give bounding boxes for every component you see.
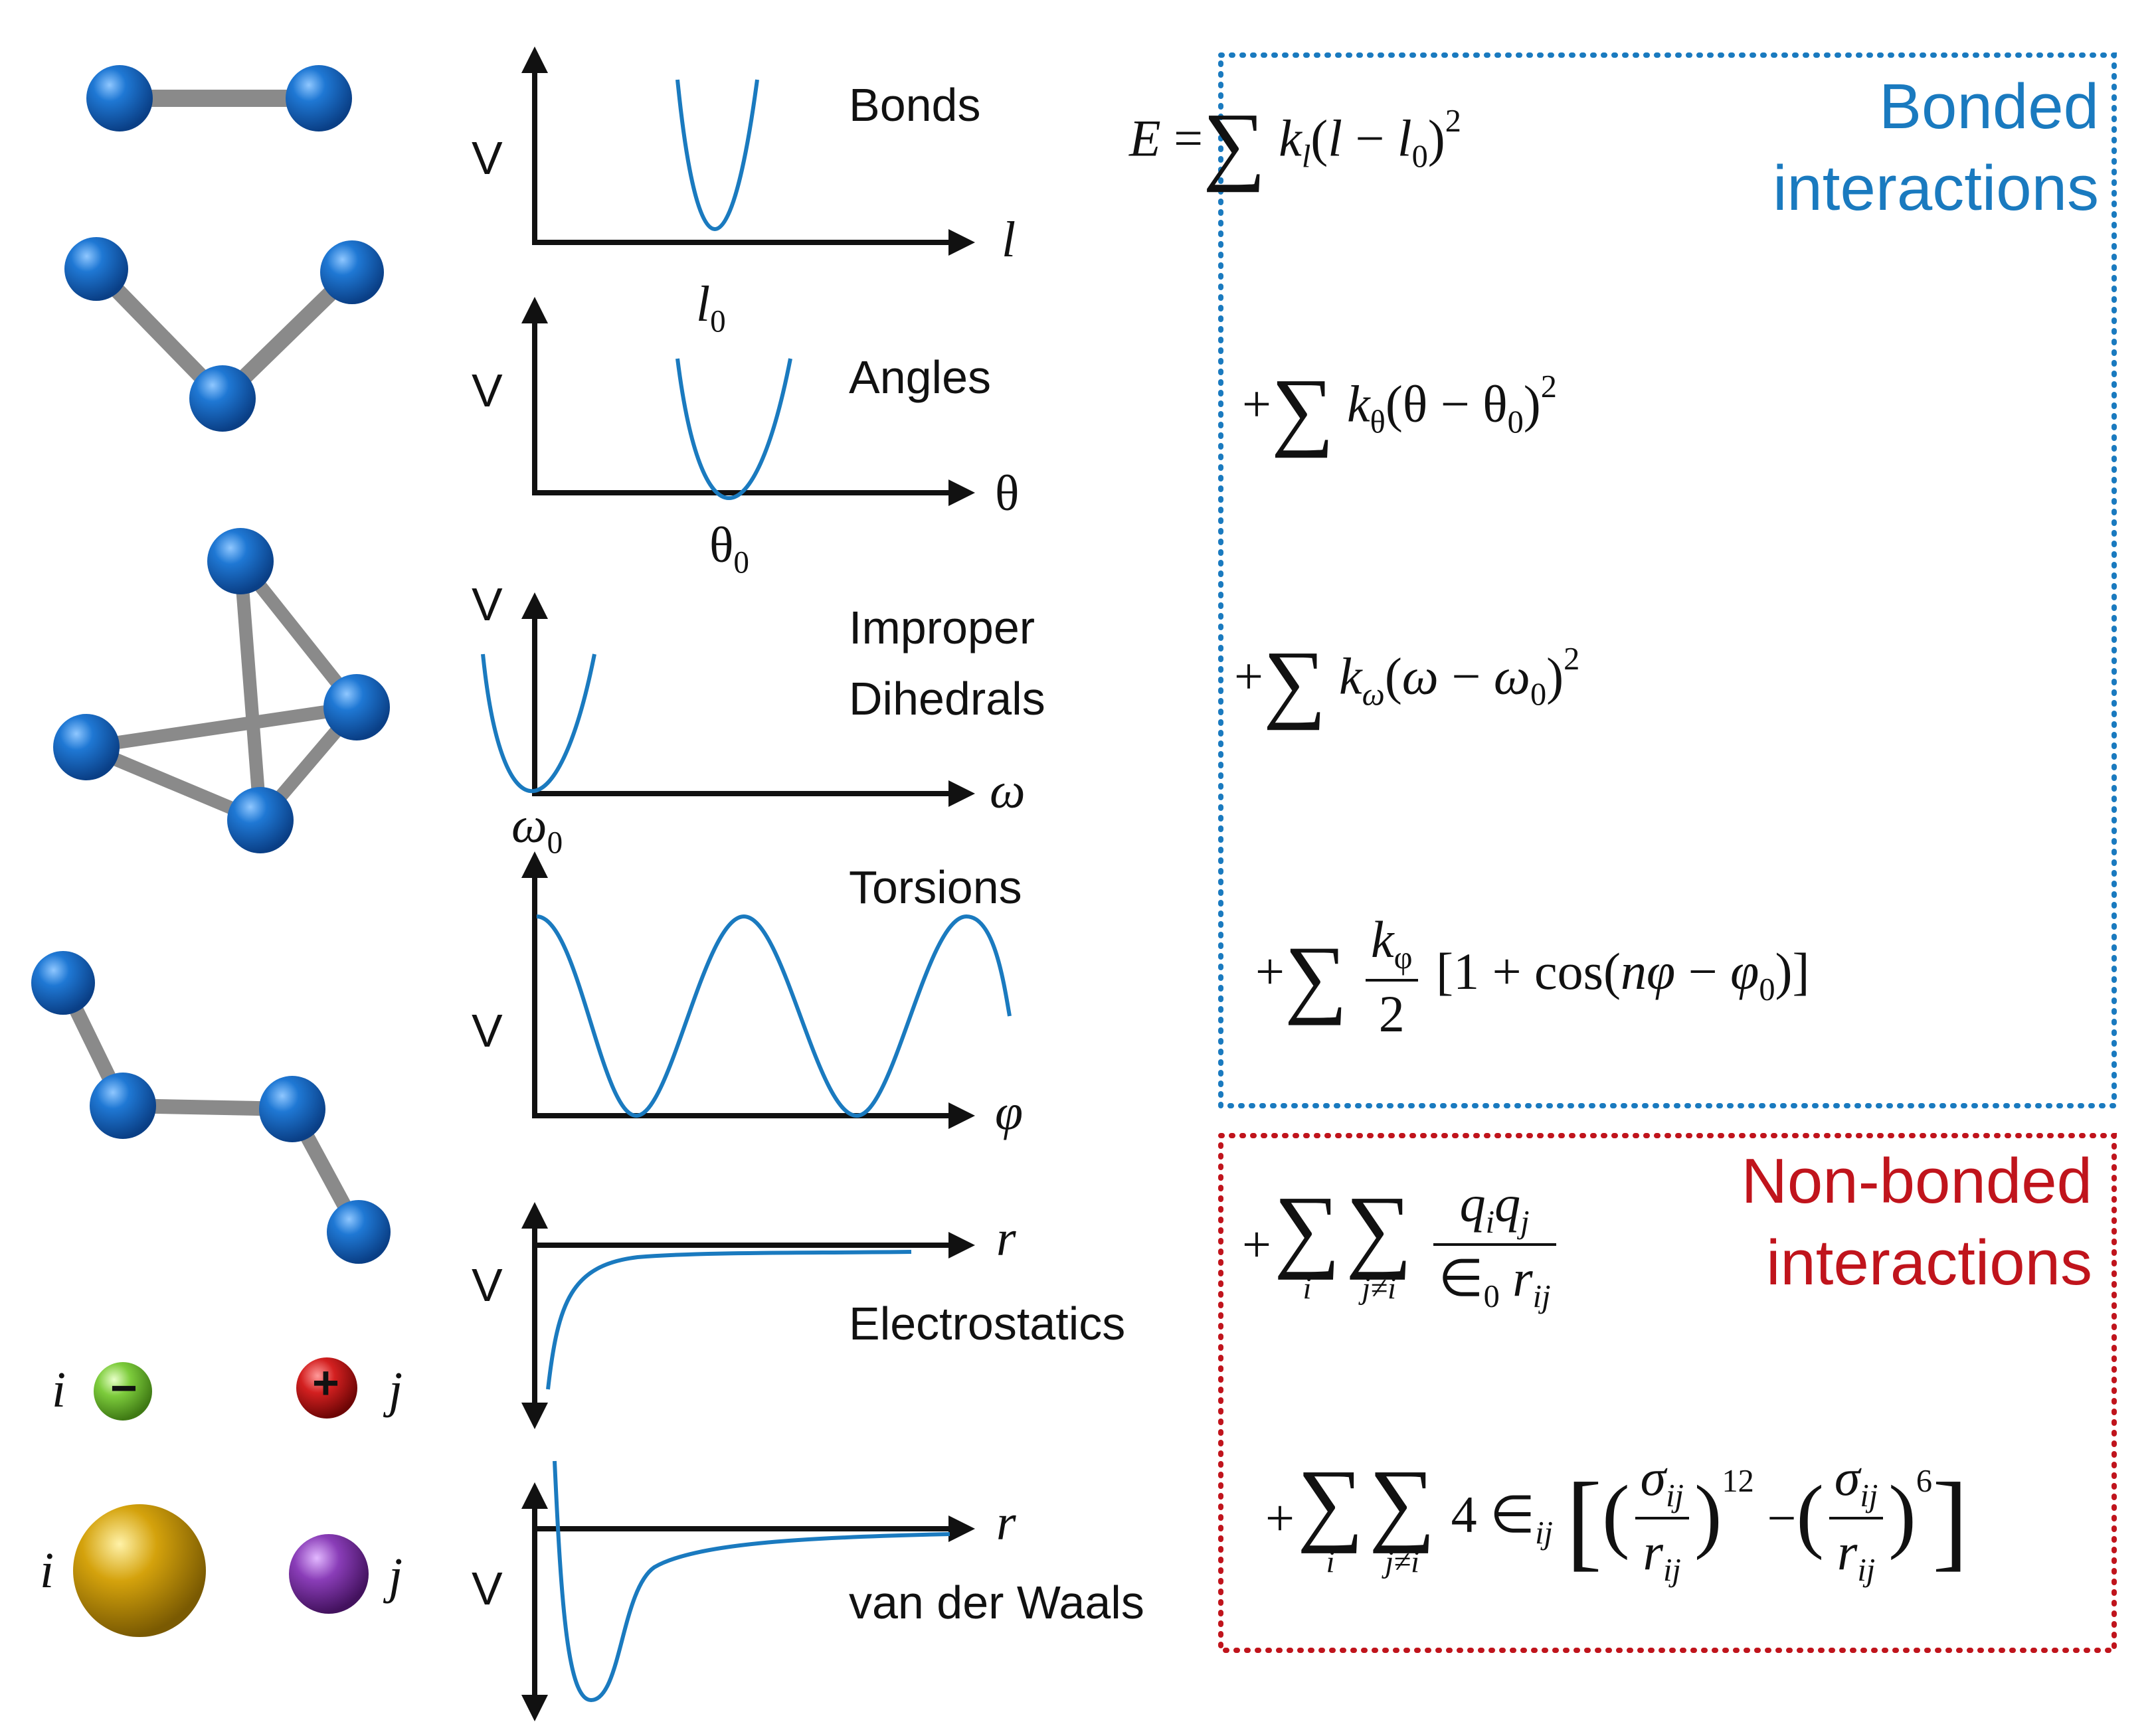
improper-v-label: V	[472, 578, 503, 630]
bond-energy-term: E =∑ kl(l − l0)2	[1129, 95, 1461, 193]
improper-min-label: ω0	[511, 798, 563, 861]
atom-sphere-icon	[323, 674, 390, 740]
atom-sphere-icon	[327, 1200, 391, 1264]
bonds-v-label: V	[472, 132, 503, 184]
electrostatics-label: Electrostatics	[849, 1298, 1126, 1349]
bonds-curve	[675, 79, 759, 231]
electrostatics-axis-name: r	[996, 1211, 1016, 1266]
nonbonded-box	[1218, 1133, 2117, 1653]
atom-sphere-icon	[64, 237, 128, 301]
vdw-j-label: j	[389, 1548, 403, 1604]
bonds-min-label: l0	[696, 276, 726, 339]
bonds-label: Bonds	[849, 79, 981, 131]
electrostatics-v-label: V	[472, 1259, 503, 1311]
potential-curves	[481, 79, 1012, 1703]
atom-sphere-icon	[90, 1073, 156, 1139]
atom-sphere-icon	[286, 65, 352, 131]
angle-energy-term: +∑ kθ(θ − θ0)2	[1242, 361, 1557, 458]
torsion-molecule-icon	[31, 951, 391, 1264]
plot-axes	[521, 46, 975, 1721]
improper-energy-term: +∑ kω(ω − ω0)2	[1234, 633, 1580, 731]
minus-sign: −	[110, 1362, 137, 1414]
angle-molecule-icon	[64, 237, 384, 432]
vdw-particle-i-icon	[73, 1504, 206, 1637]
vdw-label: van der Waals	[849, 1577, 1144, 1628]
electrostatic-ions-icon	[94, 1357, 357, 1421]
bond-molecule-icon	[86, 65, 352, 131]
vdw-i-label: i	[40, 1543, 54, 1598]
angles-label: Angles	[849, 351, 992, 403]
angles-v-label: V	[472, 365, 503, 416]
bonds-axis-name: l	[1002, 212, 1016, 268]
atom-sphere-icon	[227, 787, 294, 853]
angles-min-label: θ0	[709, 517, 749, 580]
elec-i-label: i	[52, 1362, 66, 1418]
improper-curve	[481, 653, 596, 794]
torsions-v-label: V	[472, 1005, 503, 1057]
atom-sphere-icon	[259, 1076, 325, 1142]
improper-axis-name: ω	[990, 763, 1026, 819]
improper-molecule-icon	[53, 528, 390, 853]
improper-label-line1: Improper	[849, 602, 1035, 653]
vdw-particles-icon	[73, 1504, 369, 1637]
plus-sign: +	[312, 1357, 339, 1409]
vdw-v-label: V	[472, 1563, 503, 1614]
vdw-curve	[553, 1460, 950, 1703]
negative-ion-icon	[94, 1362, 152, 1421]
positive-ion-icon	[296, 1357, 357, 1419]
vdw-axis-name: r	[996, 1495, 1016, 1551]
atom-sphere-icon	[207, 528, 274, 594]
torsions-label: Torsions	[849, 861, 1022, 913]
improper-label-line2: Dihedrals	[849, 673, 1045, 725]
atom-sphere-icon	[86, 65, 153, 131]
electrostatic-energy-term: +∑i∑j≠i qiqj∈0 rij	[1242, 1174, 1562, 1315]
angles-axis-name: θ	[995, 466, 1020, 521]
atom-sphere-icon	[31, 951, 95, 1015]
bonded-box	[1218, 52, 2117, 1108]
elec-j-label: j	[389, 1362, 403, 1418]
angles-curve	[675, 358, 792, 500]
atom-sphere-icon	[189, 365, 256, 432]
atom-sphere-icon	[320, 240, 384, 304]
vdw-particle-j-icon	[289, 1534, 369, 1614]
torsions-axis-name: φ	[995, 1084, 1024, 1140]
torsions-curve	[536, 914, 1012, 1118]
atom-sphere-icon	[53, 714, 120, 780]
electrostatics-curve	[546, 1250, 912, 1390]
